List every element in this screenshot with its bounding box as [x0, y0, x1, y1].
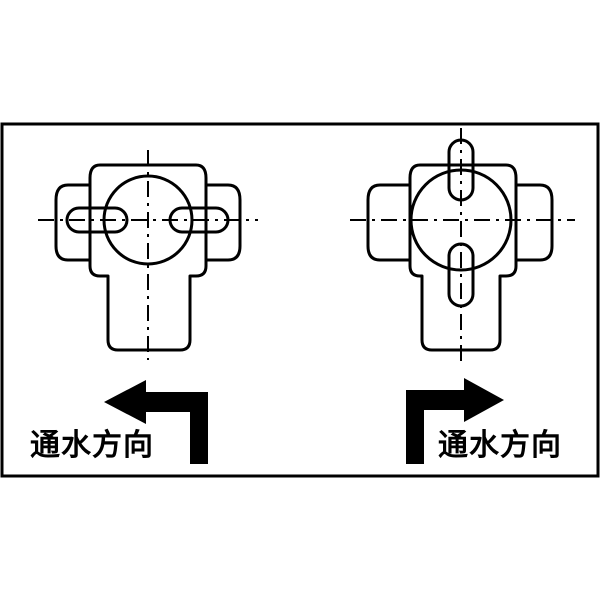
- left-direction-label: 通水方向: [30, 428, 154, 463]
- diagram-frame: [0, 122, 600, 478]
- left-handle-left: [65, 206, 129, 234]
- right-flow-arrow: [406, 378, 504, 464]
- right-center-lines: [350, 128, 575, 362]
- left-flow-arrow: [104, 380, 208, 464]
- left-valve: [38, 150, 258, 360]
- right-direction-label: 通水方向: [438, 428, 562, 463]
- left-valve-body-outline: [54, 163, 242, 352]
- right-valve: [350, 128, 575, 362]
- left-center-lines: [38, 150, 258, 360]
- right-valve-body-outline: [366, 163, 554, 352]
